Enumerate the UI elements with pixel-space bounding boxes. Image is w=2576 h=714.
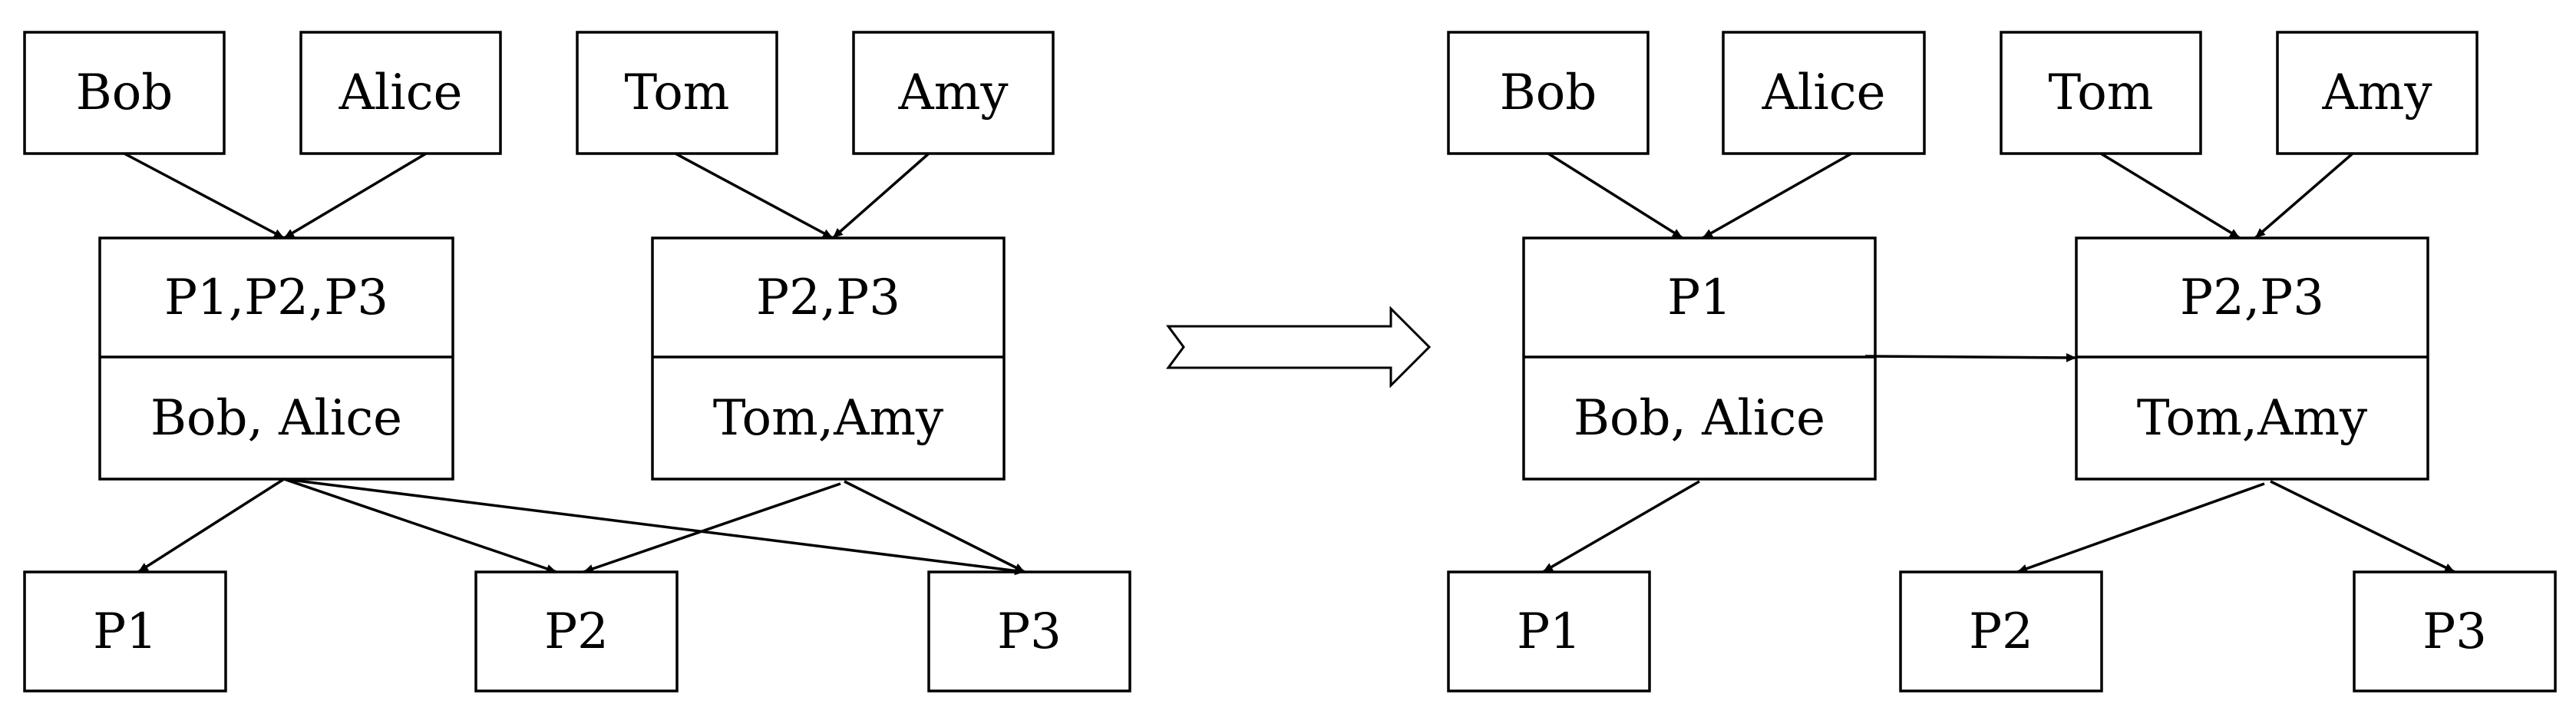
left-edges xyxy=(124,152,1025,576)
right-partition-p1-label: P1 xyxy=(1517,603,1581,660)
right-group-1-members: Bob, Alice xyxy=(1574,390,1825,447)
right-edge-group2-p2 xyxy=(2016,482,2265,574)
left-edge-amy-group2 xyxy=(831,152,930,240)
left-user-bob-label: Bob xyxy=(76,64,173,121)
left-user-alice: Alice xyxy=(299,31,502,155)
right-partition-p3-label: P3 xyxy=(2422,603,2487,660)
left-group-2: P2,P3 Tom,Amy xyxy=(651,236,1006,481)
right-user-tom-label: Tom xyxy=(2049,64,2154,121)
left-user-tom-label: Tom xyxy=(625,64,730,121)
left-edge-alice-group1 xyxy=(283,152,427,240)
right-user-tom: Tom xyxy=(2000,31,2202,155)
right-partition-p3: P3 xyxy=(2353,570,2557,693)
right-edge-group1-p1 xyxy=(1542,480,1700,574)
left-partition-p2-label: P2 xyxy=(544,603,609,660)
right-group-1: P1 Bob, Alice xyxy=(1522,236,1877,481)
right-partition-p2-label: P2 xyxy=(1969,603,2033,660)
right-user-amy: Amy xyxy=(2276,31,2479,155)
right-user-bob-label: Bob xyxy=(1500,64,1597,121)
left-user-tom: Tom xyxy=(576,31,778,155)
left-edge-tom-group2 xyxy=(675,152,834,240)
right-group-2-members: Tom,Amy xyxy=(2137,390,2367,447)
left-group-1-members: Bob, Alice xyxy=(150,390,402,447)
left-partition-p2: P2 xyxy=(474,570,679,693)
left-user-amy: Amy xyxy=(852,31,1055,155)
left-user-amy-label: Amy xyxy=(897,64,1008,121)
right-edge-amy-group2 xyxy=(2254,152,2354,240)
right-edge-group2-p3 xyxy=(2270,480,2455,574)
transition-arrow xyxy=(1166,306,1432,388)
left-partition-p1: P1 xyxy=(23,570,227,693)
left-edge-group1-p3 xyxy=(283,478,1025,576)
left-partition-p1-label: P1 xyxy=(93,603,157,660)
right-edge-alice-group1 xyxy=(1702,152,1852,240)
left-user-bob: Bob xyxy=(23,31,226,155)
left-edge-group2-p3 xyxy=(844,480,1025,574)
right-user-alice-label: Alice xyxy=(1762,64,1886,121)
left-partition-p3-label: P3 xyxy=(997,603,1062,660)
right-user-bob: Bob xyxy=(1447,31,1650,155)
left-edge-bob-group1 xyxy=(124,152,285,240)
right-edge-group1-group2 xyxy=(1864,353,2077,362)
left-group-1-partitions: P1,P2,P3 xyxy=(164,269,388,326)
left-diagram: Bob Alice Tom Amy P1,P2,P3 Bob, Alice P2… xyxy=(23,31,1131,693)
left-user-alice-label: Alice xyxy=(339,64,463,121)
left-group-2-members: Tom,Amy xyxy=(713,390,943,447)
right-user-alice: Alice xyxy=(1722,31,1926,155)
right-partition-p1: P1 xyxy=(1447,570,1651,693)
left-edge-group1-p2 xyxy=(283,478,557,574)
right-user-amy-label: Amy xyxy=(2321,64,2432,121)
right-edge-bob-group1 xyxy=(1547,152,1683,240)
left-edge-group2-p2 xyxy=(583,482,841,574)
right-edge-tom-group2 xyxy=(2100,152,2241,240)
left-group-1: P1,P2,P3 Bob, Alice xyxy=(98,236,454,481)
right-edges xyxy=(1542,152,2455,574)
left-partition-p3: P3 xyxy=(927,570,1131,693)
right-diagram: Bob Alice Tom Amy P1 Bob, Alice P2,P3 To… xyxy=(1447,31,2557,693)
right-partition-p2: P2 xyxy=(1899,570,2103,693)
right-group-2: P2,P3 Tom,Amy xyxy=(2075,236,2429,481)
left-edge-group1-p1 xyxy=(137,478,285,574)
right-group-2-partitions: P2,P3 xyxy=(2180,269,2324,326)
left-group-2-partitions: P2,P3 xyxy=(756,269,900,326)
right-group-1-partitions: P1 xyxy=(1667,269,1732,326)
